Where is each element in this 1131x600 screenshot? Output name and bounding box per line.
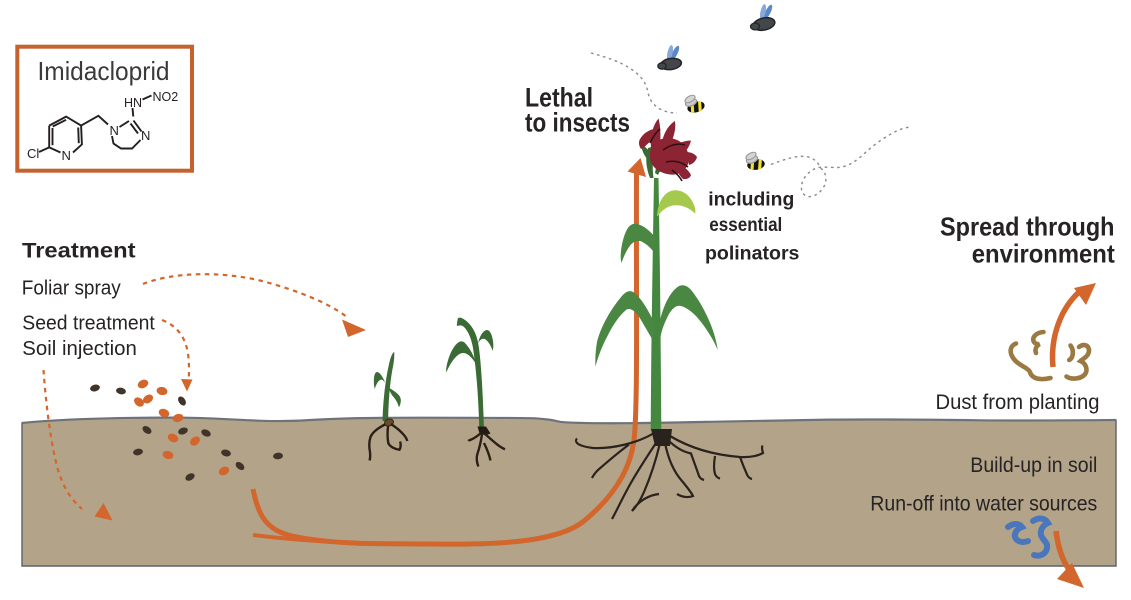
svg-text:Run-off into water sources: Run-off into water sources bbox=[870, 493, 1097, 516]
svg-text:Build-up in soil: Build-up in soil bbox=[970, 454, 1097, 477]
svg-text:HN: HN bbox=[124, 96, 142, 110]
svg-text:N: N bbox=[110, 123, 119, 138]
svg-text:N: N bbox=[62, 148, 71, 163]
svg-text:Soil injection: Soil injection bbox=[22, 338, 137, 360]
svg-text:essential: essential bbox=[709, 214, 782, 236]
svg-text:polinators: polinators bbox=[705, 243, 800, 265]
svg-text:Foliar spray: Foliar spray bbox=[22, 278, 121, 300]
svg-text:Imidacloprid: Imidacloprid bbox=[38, 56, 170, 86]
svg-text:Lethal: Lethal bbox=[525, 83, 593, 113]
svg-text:N: N bbox=[141, 128, 150, 143]
svg-text:including: including bbox=[708, 189, 794, 211]
svg-text:environment: environment bbox=[972, 239, 1115, 269]
svg-text:Dust from planting: Dust from planting bbox=[936, 391, 1100, 414]
svg-text:Spread through: Spread through bbox=[940, 212, 1115, 242]
svg-text:Treatment: Treatment bbox=[22, 240, 136, 263]
svg-text:Cl: Cl bbox=[27, 146, 39, 161]
svg-text:Seed treatment: Seed treatment bbox=[22, 312, 155, 334]
svg-text:to insects: to insects bbox=[525, 108, 630, 138]
svg-text:NO2: NO2 bbox=[153, 90, 179, 104]
